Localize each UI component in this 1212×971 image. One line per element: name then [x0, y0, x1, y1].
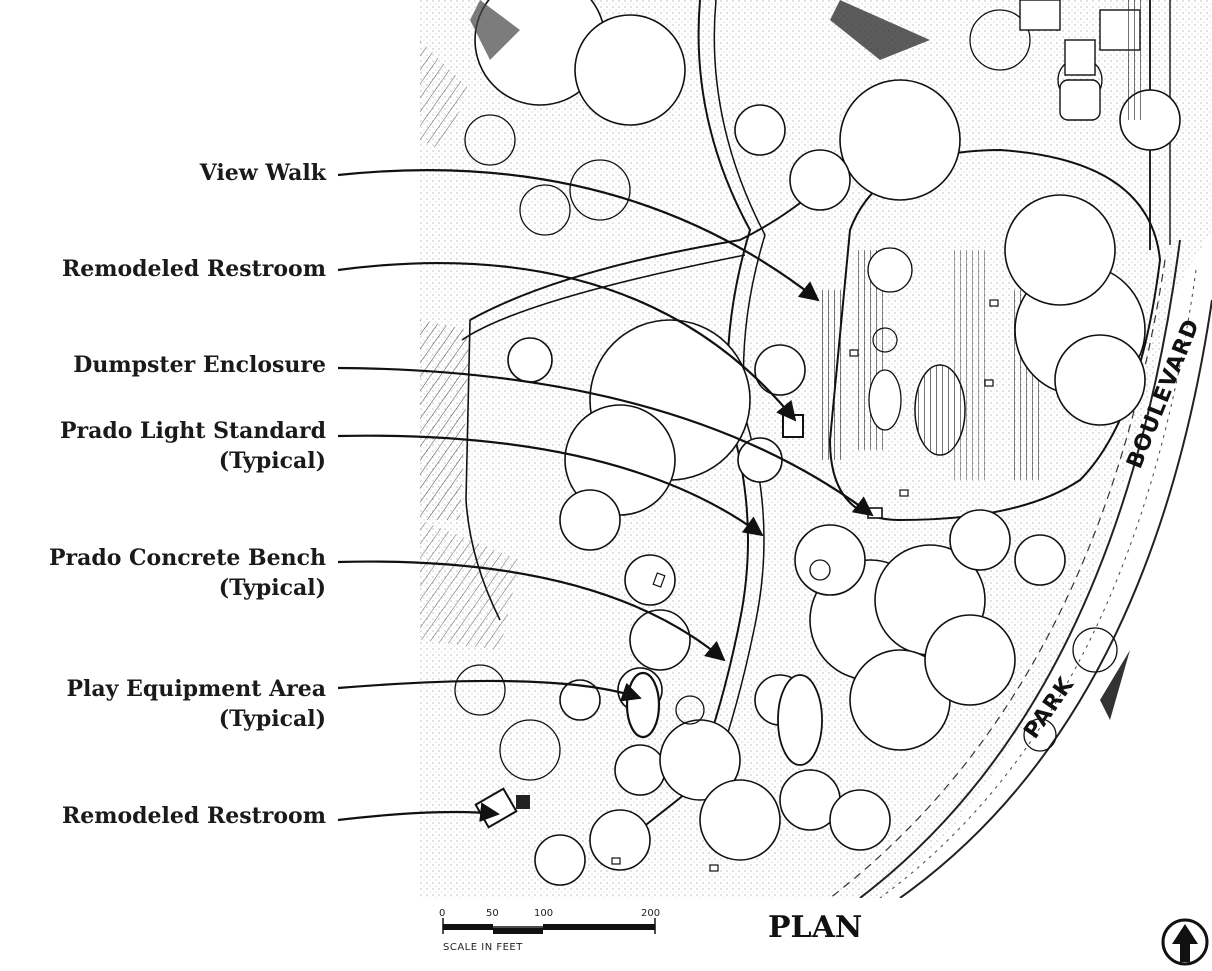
leader-play-equipment-area: [337, 679, 642, 702]
callout-sublabel: (Typical): [218, 448, 326, 474]
callout-prado-concrete-bench: Prado Concrete Bench (Typical): [49, 543, 326, 603]
scale-caption: SCALE IN FEET: [443, 942, 523, 953]
callout-label: Prado Light Standard: [59, 418, 326, 444]
callout-play-equipment-area: Play Equipment Area (Typical): [67, 674, 327, 734]
callout-label: Play Equipment Area: [66, 676, 327, 702]
leader-prado-light-standard: [337, 434, 764, 537]
callout-dumpster-enclosure: Dumpster Enclosure: [73, 350, 326, 380]
callout-view-walk: View Walk: [200, 158, 326, 188]
north-arrow-icon: [1161, 918, 1209, 966]
callout-remodeled-restroom-north: Remodeled Restroom: [62, 254, 326, 284]
leader-dumpster-enclosure: [337, 366, 874, 517]
callout-sublabel: (Typical): [218, 575, 326, 601]
leader-remodeled-restroom-north: [337, 261, 797, 422]
callout-sublabel: (Typical): [218, 706, 326, 732]
callout-label: Remodeled Restroom: [61, 256, 326, 282]
callout-prado-light-standard: Prado Light Standard (Typical): [60, 416, 326, 476]
callout-label: Prado Concrete Bench: [48, 545, 326, 571]
callout-label: View Walk: [199, 160, 326, 186]
leader-remodeled-restroom-south: [337, 802, 500, 823]
callout-label: Dumpster Enclosure: [73, 352, 326, 378]
scale-tick-0: 0: [439, 908, 446, 919]
scale-tick-100: 100: [534, 908, 554, 919]
scale-bar: [442, 918, 656, 934]
leader-prado-concrete-bench: [337, 560, 726, 662]
plan-title: PLAN: [768, 910, 863, 945]
callout-leaders: [337, 169, 874, 823]
map-area: BOULEVARD PARK: [420, 0, 1212, 898]
scale-tick-200: 200: [641, 908, 661, 919]
callout-label: Remodeled Restroom: [61, 803, 326, 829]
callout-remodeled-restroom-south: Remodeled Restroom: [62, 801, 326, 831]
scale-tick-50: 50: [486, 908, 499, 919]
leader-view-walk: [337, 169, 820, 302]
